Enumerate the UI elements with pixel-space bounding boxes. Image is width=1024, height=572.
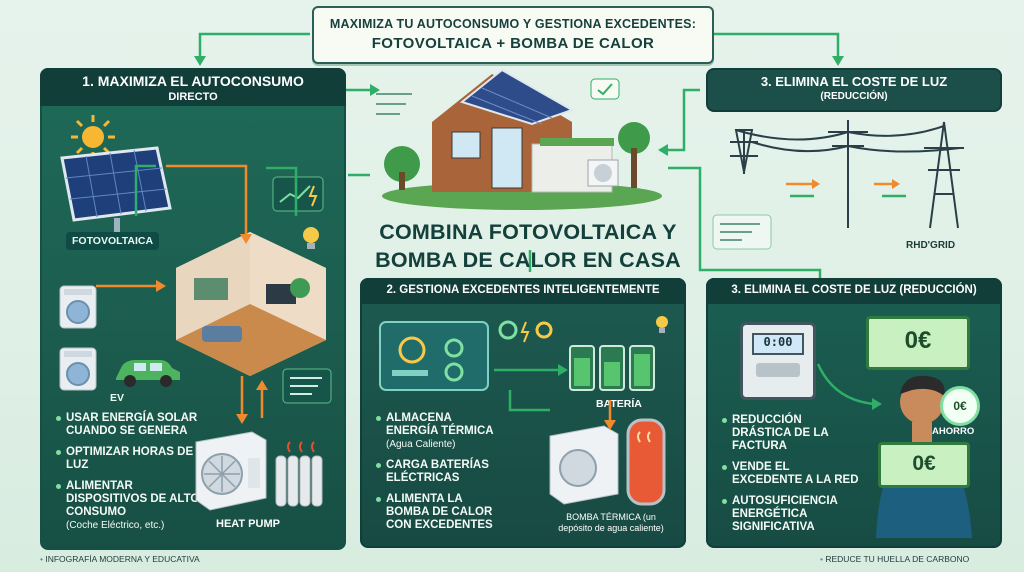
- label-tank: BOMBA TÉRMICA (un depósito de agua calie…: [558, 512, 664, 533]
- panel-coste-luz-header: 3. ELIMINA EL COSTE DE LUZ (REDUCCIÓN): [706, 278, 1002, 304]
- excedentes-bullets: ALMACENA ENERGÍA TÉRMICA(Agua Caliente) …: [376, 412, 506, 540]
- chat-bubble-icon: [590, 78, 620, 100]
- dashboard-monitor-icon: [379, 321, 489, 391]
- chart-card-icon: [272, 176, 324, 212]
- flow-arrows-left: [96, 164, 298, 424]
- savings-label: AHORRO: [932, 426, 975, 437]
- heat-pump-tank-icon: [549, 418, 666, 506]
- autoconsumo-bullets: USAR ENERGÍA SOLAR CUANDO SE GENERA OPTI…: [56, 412, 206, 540]
- panel-autoconsumo-title: 1. MAXIMIZA EL AUTOCONSUMO: [82, 73, 304, 89]
- flow-arrows-mid: [494, 364, 616, 430]
- electric-car-icon: [116, 360, 180, 387]
- label-ev: EV: [110, 392, 125, 404]
- savings-value: 0€: [953, 399, 967, 413]
- bullet-item: REDUCCIÓN DRÁSTICA DE LA FACTURA: [722, 414, 862, 453]
- coste-luz-bullets: REDUCCIÓN DRÁSTICA DE LA FACTURA VENDE E…: [722, 414, 862, 542]
- radiator-icon: [275, 441, 323, 507]
- bullet-item: ALIMENTA LA BOMBA DE CALOR CON EXCEDENTE…: [376, 493, 506, 532]
- list-card-icon: [282, 368, 332, 404]
- panel-autoconsumo-subtitle: DIRECTO: [168, 91, 218, 103]
- power-grid-illustration: [730, 120, 964, 229]
- lightbulb-icon-mid: [656, 316, 668, 333]
- label-heat-pump: HEAT PUMP: [216, 518, 280, 530]
- lightbulb-icon: [303, 227, 319, 249]
- label-fotovoltaica: FOTOVOLTAICA: [66, 232, 160, 250]
- bullet-item: OPTIMIZAR HORAS DE LUZ: [56, 446, 206, 472]
- flow-arrows-br: [816, 363, 882, 410]
- title-banner: MAXIMIZA TU AUTOCONSUMO Y GESTIONA EXCED…: [312, 6, 714, 64]
- grid-header-title: 3. ELIMINA EL COSTE DE LUZ: [760, 74, 948, 89]
- hand-banknote: 0€: [878, 442, 970, 488]
- list-card-icon-right: [712, 214, 772, 250]
- panel-coste-luz-title: 3. ELIMINA EL COSTE DE LUZ (REDUCCIÓN): [731, 284, 977, 296]
- hand-banknote-value: 0€: [912, 452, 936, 475]
- center-title: COMBINA FOTOVOLTAICA Y BOMBA DE CALOR EN…: [375, 220, 681, 272]
- bullet-item: ALMACENA ENERGÍA TÉRMICA(Agua Caliente): [376, 412, 506, 451]
- house-illustration: [382, 68, 662, 210]
- panel-excedentes-header: 2. GESTIONA EXCEDENTES INTELIGENTEMENTE: [360, 278, 686, 304]
- bullet-item: CARGA BATERÍAS ELÉCTRICAS: [376, 459, 506, 485]
- info-card-icon: [376, 93, 412, 115]
- gear-icons: [498, 320, 553, 343]
- banner-line2: FOTOVOLTAICA + BOMBA DE CALOR: [371, 35, 655, 52]
- panel-excedentes-title: 2. GESTIONA EXCEDENTES INTELIGENTEMENTE: [386, 284, 660, 296]
- bullet-item: USAR ENERGÍA SOLAR CUANDO SE GENERA: [56, 412, 206, 438]
- footer-right: • REDUCE TU HUELLA DE CARBONO: [820, 554, 970, 564]
- panel-autoconsumo-header: 1. MAXIMIZA EL AUTOCONSUMO DIRECTO: [40, 68, 346, 106]
- bullet-item: VENDE EL EXCEDENTE A LA RED: [722, 461, 862, 487]
- meter-display: 0:00: [752, 333, 804, 355]
- label-grid: RHD'GRID: [906, 240, 956, 251]
- dryer-icon: [59, 347, 97, 391]
- footer-left: • INFOGRAFÍA MODERNA Y EDUCATIVA: [40, 554, 200, 564]
- electric-meter: 0:00: [740, 322, 816, 400]
- grid-header-subtitle: (REDUCCIÓN): [820, 91, 888, 102]
- banknote-value: 0€: [904, 327, 932, 354]
- grid-header-box: 3. ELIMINA EL COSTE DE LUZ (REDUCCIÓN): [706, 68, 1002, 112]
- battery-icons: [569, 345, 655, 391]
- sun-icon: [71, 115, 115, 159]
- savings-badge: 0€: [940, 386, 980, 426]
- banknote-zero: 0€: [866, 316, 970, 370]
- heat-pump-icon: [195, 431, 267, 511]
- washing-machine-icon: [59, 285, 97, 329]
- bullet-item: ALIMENTAR DISPOSITIVOS DE ALTO CONSUMO(C…: [56, 480, 206, 532]
- living-room-illustration: [176, 232, 326, 376]
- label-bateria: BATERÍA: [596, 398, 642, 410]
- banner-line1: MAXIMIZA TU AUTOCONSUMO Y GESTIONA EXCED…: [329, 17, 697, 31]
- bullet-item: AUTOSUFICIENCIA ENERGÉTICA SIGNIFICATIVA: [722, 495, 862, 534]
